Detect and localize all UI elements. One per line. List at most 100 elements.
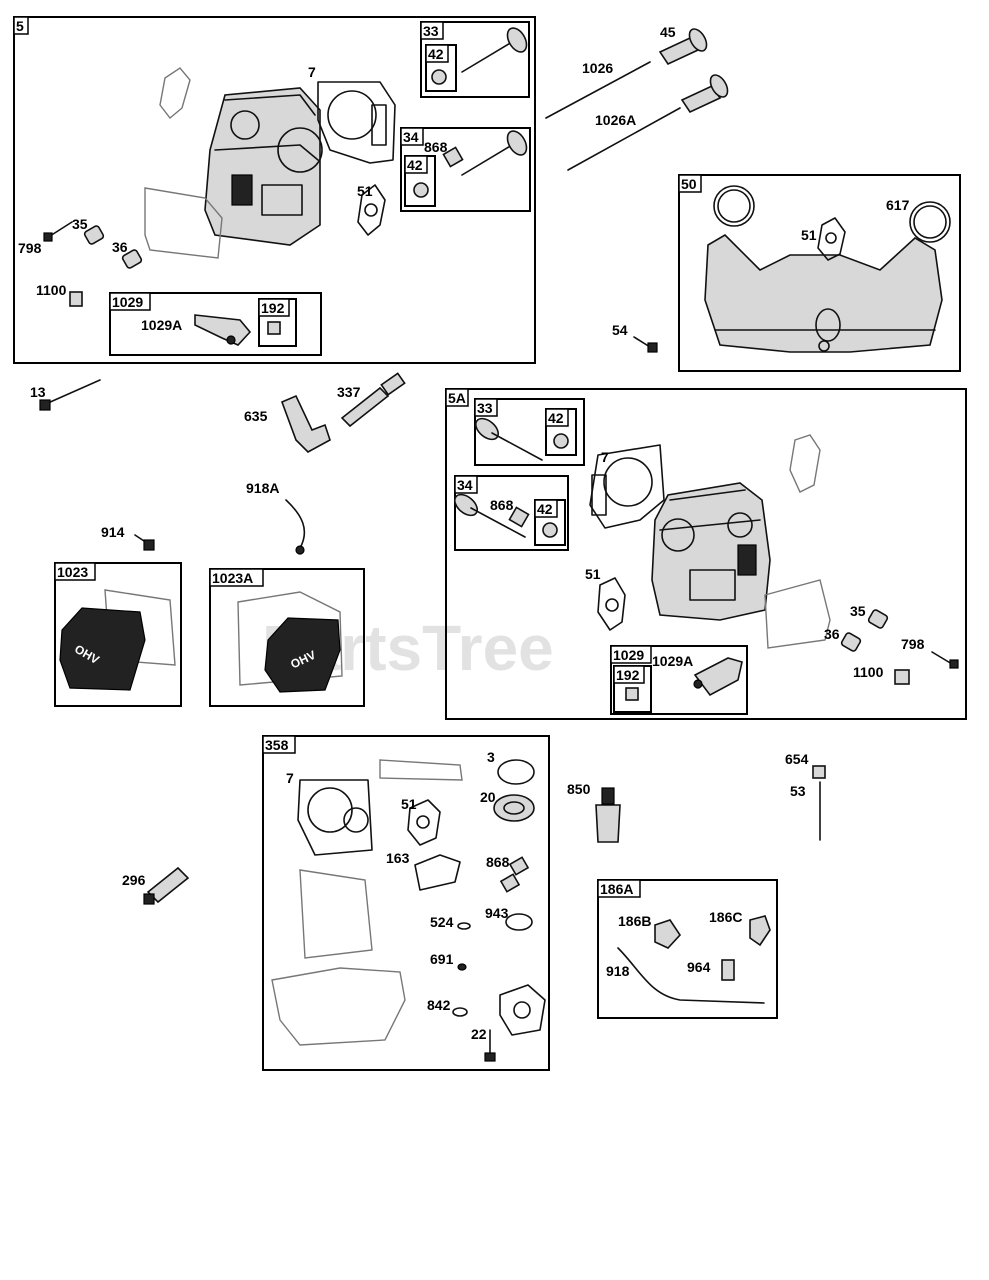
callout[interactable]: 186B <box>618 913 651 929</box>
valve-seal[interactable] <box>413 69 447 198</box>
rocker-stud[interactable] <box>931 651 959 669</box>
group-192[interactable]: 192 <box>258 298 297 347</box>
gasket-set[interactable] <box>271 759 546 1062</box>
callout[interactable]: 51 <box>401 796 417 812</box>
callout[interactable]: 918 <box>606 963 630 979</box>
rocker-cover[interactable]: OHV <box>59 589 176 691</box>
valve-spring[interactable] <box>83 225 143 269</box>
group-1029[interactable]: 1029 <box>610 645 748 715</box>
group-358[interactable]: 358 <box>262 735 550 1071</box>
callout[interactable]: 7 <box>308 64 316 80</box>
callout[interactable]: 7 <box>286 770 294 786</box>
callout[interactable]: 51 <box>357 183 373 199</box>
callout[interactable]: 1026A <box>595 112 636 128</box>
rocker-arm[interactable] <box>625 657 743 701</box>
group-34[interactable]: 34 <box>400 127 531 212</box>
valve[interactable] <box>442 25 530 176</box>
small-gasket[interactable] <box>159 67 386 236</box>
callout[interactable]: 51 <box>585 566 601 582</box>
callout[interactable]: 20 <box>480 789 496 805</box>
callout[interactable]: 7 <box>601 449 609 465</box>
manifold-gasket[interactable] <box>817 217 846 261</box>
group-50[interactable]: 50 <box>678 174 961 372</box>
group-1023[interactable]: 1023 <box>54 562 182 707</box>
small-gasket[interactable] <box>597 434 821 631</box>
tappet[interactable] <box>658 26 731 114</box>
callout[interactable]: 53 <box>790 783 806 799</box>
callout[interactable]: 1029A <box>652 653 693 669</box>
callout[interactable]: 35 <box>72 216 88 232</box>
spark-plug-boot[interactable] <box>280 394 331 453</box>
callout[interactable]: 918A <box>246 480 279 496</box>
callout[interactable]: 51 <box>801 227 817 243</box>
manifold-screw[interactable] <box>633 336 658 353</box>
group-1023a[interactable]: 1023A <box>209 568 365 707</box>
group-42[interactable]: 42 <box>545 408 577 456</box>
breather-valve[interactable] <box>143 866 190 905</box>
group-42[interactable]: 42 <box>425 44 457 92</box>
head-bolt[interactable] <box>39 379 101 411</box>
callout[interactable]: 842 <box>427 997 451 1013</box>
group-42[interactable]: 42 <box>534 499 566 546</box>
callout[interactable]: 22 <box>471 1026 487 1042</box>
callout[interactable]: 943 <box>485 905 509 921</box>
callout[interactable]: 186C <box>709 909 742 925</box>
callout[interactable]: 617 <box>886 197 910 213</box>
push-rod[interactable] <box>545 61 681 171</box>
rocker-cover[interactable]: OHV <box>237 591 343 693</box>
group-34[interactable]: 34 <box>454 475 569 551</box>
cylinder-head[interactable] <box>204 87 323 246</box>
group-186a[interactable]: 186A <box>597 879 778 1019</box>
callout[interactable]: 654 <box>785 751 809 767</box>
callout[interactable]: 1029A <box>141 317 182 333</box>
callout[interactable]: 635 <box>244 408 268 424</box>
valve-spring[interactable] <box>840 609 889 652</box>
callout[interactable]: 35 <box>850 603 866 619</box>
intake-manifold[interactable] <box>704 233 943 353</box>
head-gasket[interactable] <box>589 444 665 529</box>
rocker-arm[interactable] <box>194 314 281 346</box>
breather-tube[interactable] <box>285 499 306 555</box>
callout[interactable]: 850 <box>567 781 591 797</box>
rocker-stud[interactable] <box>43 221 73 242</box>
manifold-seal[interactable] <box>713 185 951 243</box>
callout[interactable]: 36 <box>112 239 128 255</box>
callout[interactable]: 163 <box>386 850 410 866</box>
rocker-cover-gasket[interactable] <box>144 187 223 259</box>
valve[interactable] <box>451 415 543 538</box>
fuel-pump-parts[interactable] <box>617 915 771 1004</box>
callout[interactable]: 13 <box>30 384 46 400</box>
group-192[interactable]: 192 <box>613 665 652 713</box>
group-1029[interactable]: 1029 <box>109 292 322 356</box>
callout[interactable]: 45 <box>660 24 676 40</box>
callout[interactable]: 1100 <box>853 664 884 680</box>
screw[interactable] <box>134 534 155 551</box>
group-5a[interactable]: 5A <box>445 388 967 720</box>
callout[interactable]: 868 <box>490 497 514 513</box>
callout[interactable]: 54 <box>612 322 628 338</box>
valve-seal[interactable] <box>542 433 569 538</box>
callout[interactable]: 798 <box>18 240 42 256</box>
callout[interactable]: 964 <box>687 959 711 975</box>
group-5[interactable]: 5 <box>13 16 536 364</box>
callout[interactable]: 337 <box>337 384 361 400</box>
group-33[interactable]: 33 <box>474 398 585 466</box>
callout[interactable]: 3 <box>487 749 495 765</box>
guide-plate[interactable] <box>69 291 83 307</box>
callout[interactable]: 1100 <box>36 282 67 298</box>
guide-plate[interactable] <box>894 669 910 685</box>
spark-plug[interactable] <box>340 372 406 428</box>
head-gasket[interactable] <box>317 81 396 164</box>
callout[interactable]: 914 <box>101 524 125 540</box>
callout[interactable]: 524 <box>430 914 454 930</box>
callout[interactable]: 36 <box>824 626 840 642</box>
sealant-tube[interactable] <box>595 787 621 843</box>
callout[interactable]: 1026 <box>582 60 613 76</box>
callout[interactable]: 798 <box>901 636 925 652</box>
group-33[interactable]: 33 <box>420 21 530 98</box>
callout[interactable]: 691 <box>430 951 454 967</box>
callout[interactable]: 868 <box>424 139 448 155</box>
nut[interactable] <box>812 765 826 779</box>
cylinder-head[interactable] <box>651 482 771 621</box>
group-42[interactable]: 42 <box>404 155 436 207</box>
